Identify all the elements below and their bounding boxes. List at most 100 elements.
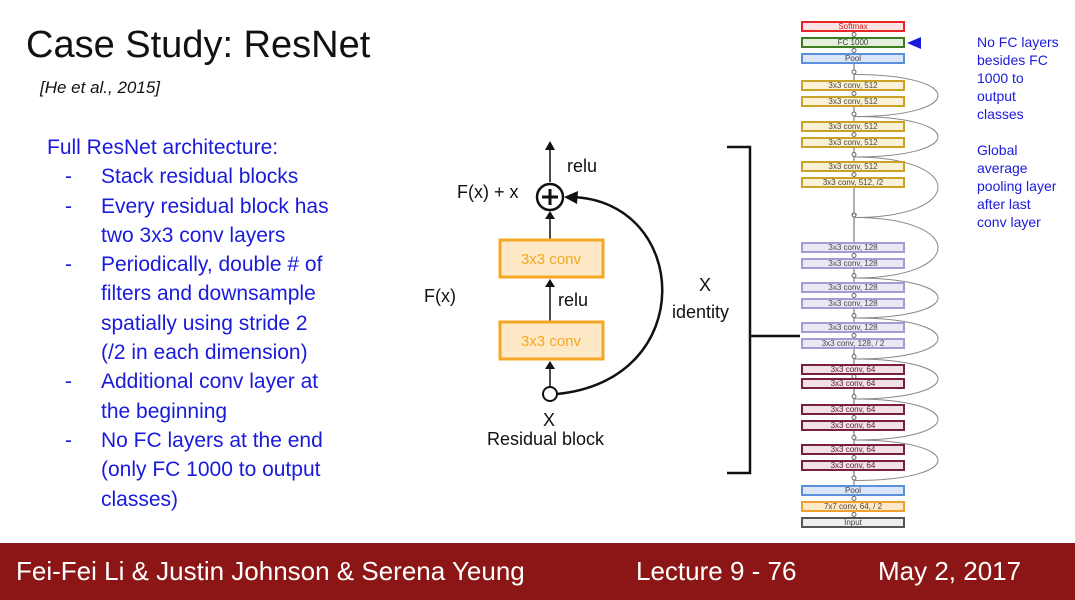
skip-arc: [853, 317, 939, 360]
skip-arc: [853, 398, 939, 441]
bullet-line: Periodically, double # of: [101, 253, 323, 277]
conv-bottom-box: [498, 320, 605, 361]
bullet-line: classes): [101, 487, 179, 511]
note-line: after last: [977, 196, 1031, 212]
bullet-dash: -: [65, 253, 72, 277]
note-line: conv layer: [977, 214, 1041, 230]
connector-dot: [851, 32, 857, 37]
layer-c512: 3x3 conv, 512: [801, 80, 905, 91]
connector-dot: [851, 496, 857, 501]
layer-c128: 3x3 conv, 128: [801, 298, 905, 309]
connector-dot: [851, 435, 857, 440]
connector-dot: [851, 69, 857, 75]
layer-c7: 7x7 conv, 64, / 2: [801, 501, 905, 512]
relu-mid-label: relu: [558, 290, 588, 310]
connector-dot: [851, 253, 857, 258]
layer-c64: 3x3 conv, 64: [801, 420, 905, 431]
layer-c64: 3x3 conv, 64: [801, 460, 905, 471]
layer-c64: 3x3 conv, 64: [801, 364, 905, 375]
layer-pool: Pool: [801, 485, 905, 496]
bullet-item: - Every residual block has two 3x3 conv la…: [47, 192, 329, 251]
connector-dot: [851, 132, 857, 137]
connector-dot: [851, 152, 857, 157]
relu-top-label: relu: [567, 156, 597, 176]
connector-dot: [851, 354, 857, 359]
bullet-line: Every residual block has: [101, 194, 329, 218]
bullet-line: the beginning: [101, 399, 228, 423]
architecture-ellipsis: ..: [851, 204, 858, 218]
skip-arc: [853, 217, 939, 279]
bullet-line: (/2 in each dimension): [101, 341, 308, 365]
layer-c64: 3x3 conv, 64: [801, 404, 905, 415]
connector-dot: [851, 475, 857, 481]
layer-c128: 3x3 conv, 128, / 2: [801, 338, 905, 349]
input-to-conv-arrowhead: [545, 361, 555, 369]
layer-c512: 3x3 conv, 512, /2: [801, 177, 905, 188]
bullet-line: filters and downsample: [101, 282, 316, 306]
note-line: besides FC: [977, 52, 1048, 68]
conv-top-box: [498, 238, 605, 279]
layer-c128: 3x3 conv, 128: [801, 322, 905, 333]
architecture-connections: ..: [851, 32, 939, 517]
connector-dot: [851, 111, 857, 117]
footer-authors: Fei-Fei Li & Justin Johnson & Serena Yeu…: [16, 556, 525, 586]
layer-fc: FC 1000: [801, 37, 905, 48]
citation: [He et al., 2015]: [40, 78, 161, 97]
slide-title: Case Study: ResNet: [26, 24, 371, 66]
layer-c128: 3x3 conv, 128: [801, 282, 905, 293]
connector-dot: [851, 455, 857, 460]
output-arrowhead: [545, 141, 555, 150]
fx-label: F(x): [424, 286, 456, 306]
residual-block-diagram: relu F(x) + x 3x3 conv relu F(x) 3x3 con…: [424, 141, 800, 475]
skip-arc: [853, 358, 939, 400]
conv-to-add-arrowhead: [545, 211, 555, 219]
layer-c512: 3x3 conv, 512: [801, 121, 905, 132]
bullet-dash: -: [65, 370, 72, 394]
conv-bottom-label: 3x3 conv: [521, 333, 582, 350]
layer-c512: 3x3 conv, 512: [801, 161, 905, 172]
bullet-lead: Full ResNet architecture:: [47, 136, 279, 159]
layer-c64: 3x3 conv, 64: [801, 378, 905, 389]
bullet-item: -Stack residual blocks: [47, 162, 329, 191]
conv-to-conv-arrowhead: [545, 279, 555, 287]
note-line: pooling layer: [977, 178, 1057, 194]
bullet-dash: -: [65, 194, 72, 218]
note-line: average: [977, 160, 1028, 176]
identity-skip-connection: [556, 195, 664, 396]
footer-date: May 2, 2017: [878, 556, 1022, 586]
bullet-list: Full ResNet architecture: -Stack residua…: [47, 133, 329, 514]
layer-c128: 3x3 conv, 128: [801, 258, 905, 269]
connector-dot: [851, 333, 857, 338]
slide-footer: Fei-Fei Li & Justin Johnson & Serena Yeu…: [0, 543, 1075, 600]
bullet-line: spatially using stride 2: [101, 311, 308, 335]
connector-dot: [851, 394, 857, 399]
identity-arrowhead: [564, 191, 578, 204]
identity-label: identity: [672, 302, 729, 322]
note-line: output: [977, 88, 1016, 104]
bullet-line: (only FC 1000 to output: [101, 458, 321, 482]
bullet-item: -No FC layers at the end(only FC 1000 to…: [47, 426, 329, 514]
bullet-dash: -: [65, 165, 72, 189]
fx-plus-x-label: F(x) + x: [457, 182, 519, 202]
bullet-item: - Periodically, double # of filters and do…: [47, 250, 329, 367]
layer-input: Input: [801, 517, 905, 528]
footer-lecture: Lecture 9 - 76: [636, 556, 797, 586]
note-line: No FC layers: [977, 34, 1059, 50]
bullet-items: -Stack residual blocks-Every residual bl…: [47, 162, 329, 514]
residual-block-caption: Residual block: [487, 429, 605, 449]
x-input-label: X: [543, 410, 555, 430]
conv-top-label: 3x3 conv: [521, 251, 582, 268]
bullet-line: two 3x3 conv layers: [101, 223, 286, 247]
connector-dot: [851, 172, 857, 177]
layer-c128: 3x3 conv, 128: [801, 242, 905, 253]
connector-dot: [851, 512, 857, 517]
connector-dot: [851, 48, 857, 53]
skip-arc: [853, 116, 939, 158]
layer-pool: Pool: [801, 53, 905, 64]
layer-c64: 3x3 conv, 64: [801, 444, 905, 455]
fc-note-arrowhead: [907, 37, 921, 49]
